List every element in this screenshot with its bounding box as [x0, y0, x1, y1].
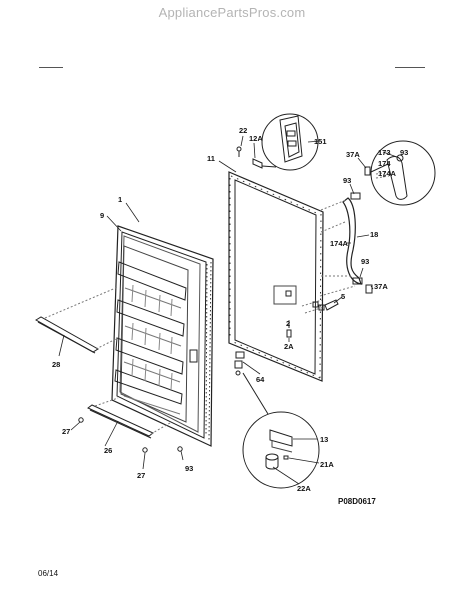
leader-lines [58, 135, 398, 485]
callout-26: 26 [104, 446, 112, 455]
header-rule-left [39, 67, 63, 68]
site-watermark: AppliancePartsPros.com [158, 5, 306, 20]
detail-circle-hinge [242, 372, 320, 489]
callout-93-detail: 93 [400, 148, 408, 157]
detail-circle-151 [261, 113, 319, 171]
callout-labels: 1 9 28 27 26 27 93 11 22 12A 151 37A 173… [52, 126, 408, 493]
callout-174a-mid: 174A [330, 239, 349, 248]
handle-18 [342, 192, 363, 285]
callout-13: 13 [320, 435, 328, 444]
callout-28: 28 [52, 360, 60, 369]
callout-173: 173 [378, 148, 391, 157]
kick-bar-26 [87, 404, 154, 439]
callout-27-bottom: 27 [137, 471, 145, 480]
callout-5: 5 [341, 292, 345, 301]
shelf-bar-28 [35, 316, 99, 354]
callout-1: 1 [118, 195, 122, 204]
callout-174a-top: 174A [378, 169, 397, 178]
header-rule-right [395, 67, 425, 68]
door-shelves [114, 261, 187, 415]
callout-93-bottom: 93 [185, 464, 193, 473]
callout-93-upper: 93 [343, 176, 351, 185]
callout-12a: 12A [249, 134, 263, 143]
footer-date: 06/14 [38, 569, 59, 578]
callout-22a: 22A [297, 484, 311, 493]
callout-2: 2 [286, 319, 290, 328]
callout-37a-top: 37A [346, 150, 360, 159]
callout-64: 64 [256, 375, 265, 384]
door-assembly [111, 225, 214, 447]
detail-circle-173 [370, 140, 436, 206]
callout-151: 151 [314, 137, 327, 146]
callout-11: 11 [207, 154, 215, 163]
callout-174: 174 [378, 159, 391, 168]
callout-93-lower: 93 [361, 257, 369, 266]
callout-18: 18 [370, 230, 378, 239]
callout-27-left: 27 [62, 427, 70, 436]
figure-code: P08D0617 [338, 497, 376, 506]
callout-21a: 21A [320, 460, 334, 469]
callout-9: 9 [100, 211, 104, 220]
callout-22: 22 [239, 126, 247, 135]
callout-37a-bottom: 37A [374, 282, 388, 291]
door-panel-11 [228, 171, 324, 382]
callout-2a: 2A [284, 342, 294, 351]
